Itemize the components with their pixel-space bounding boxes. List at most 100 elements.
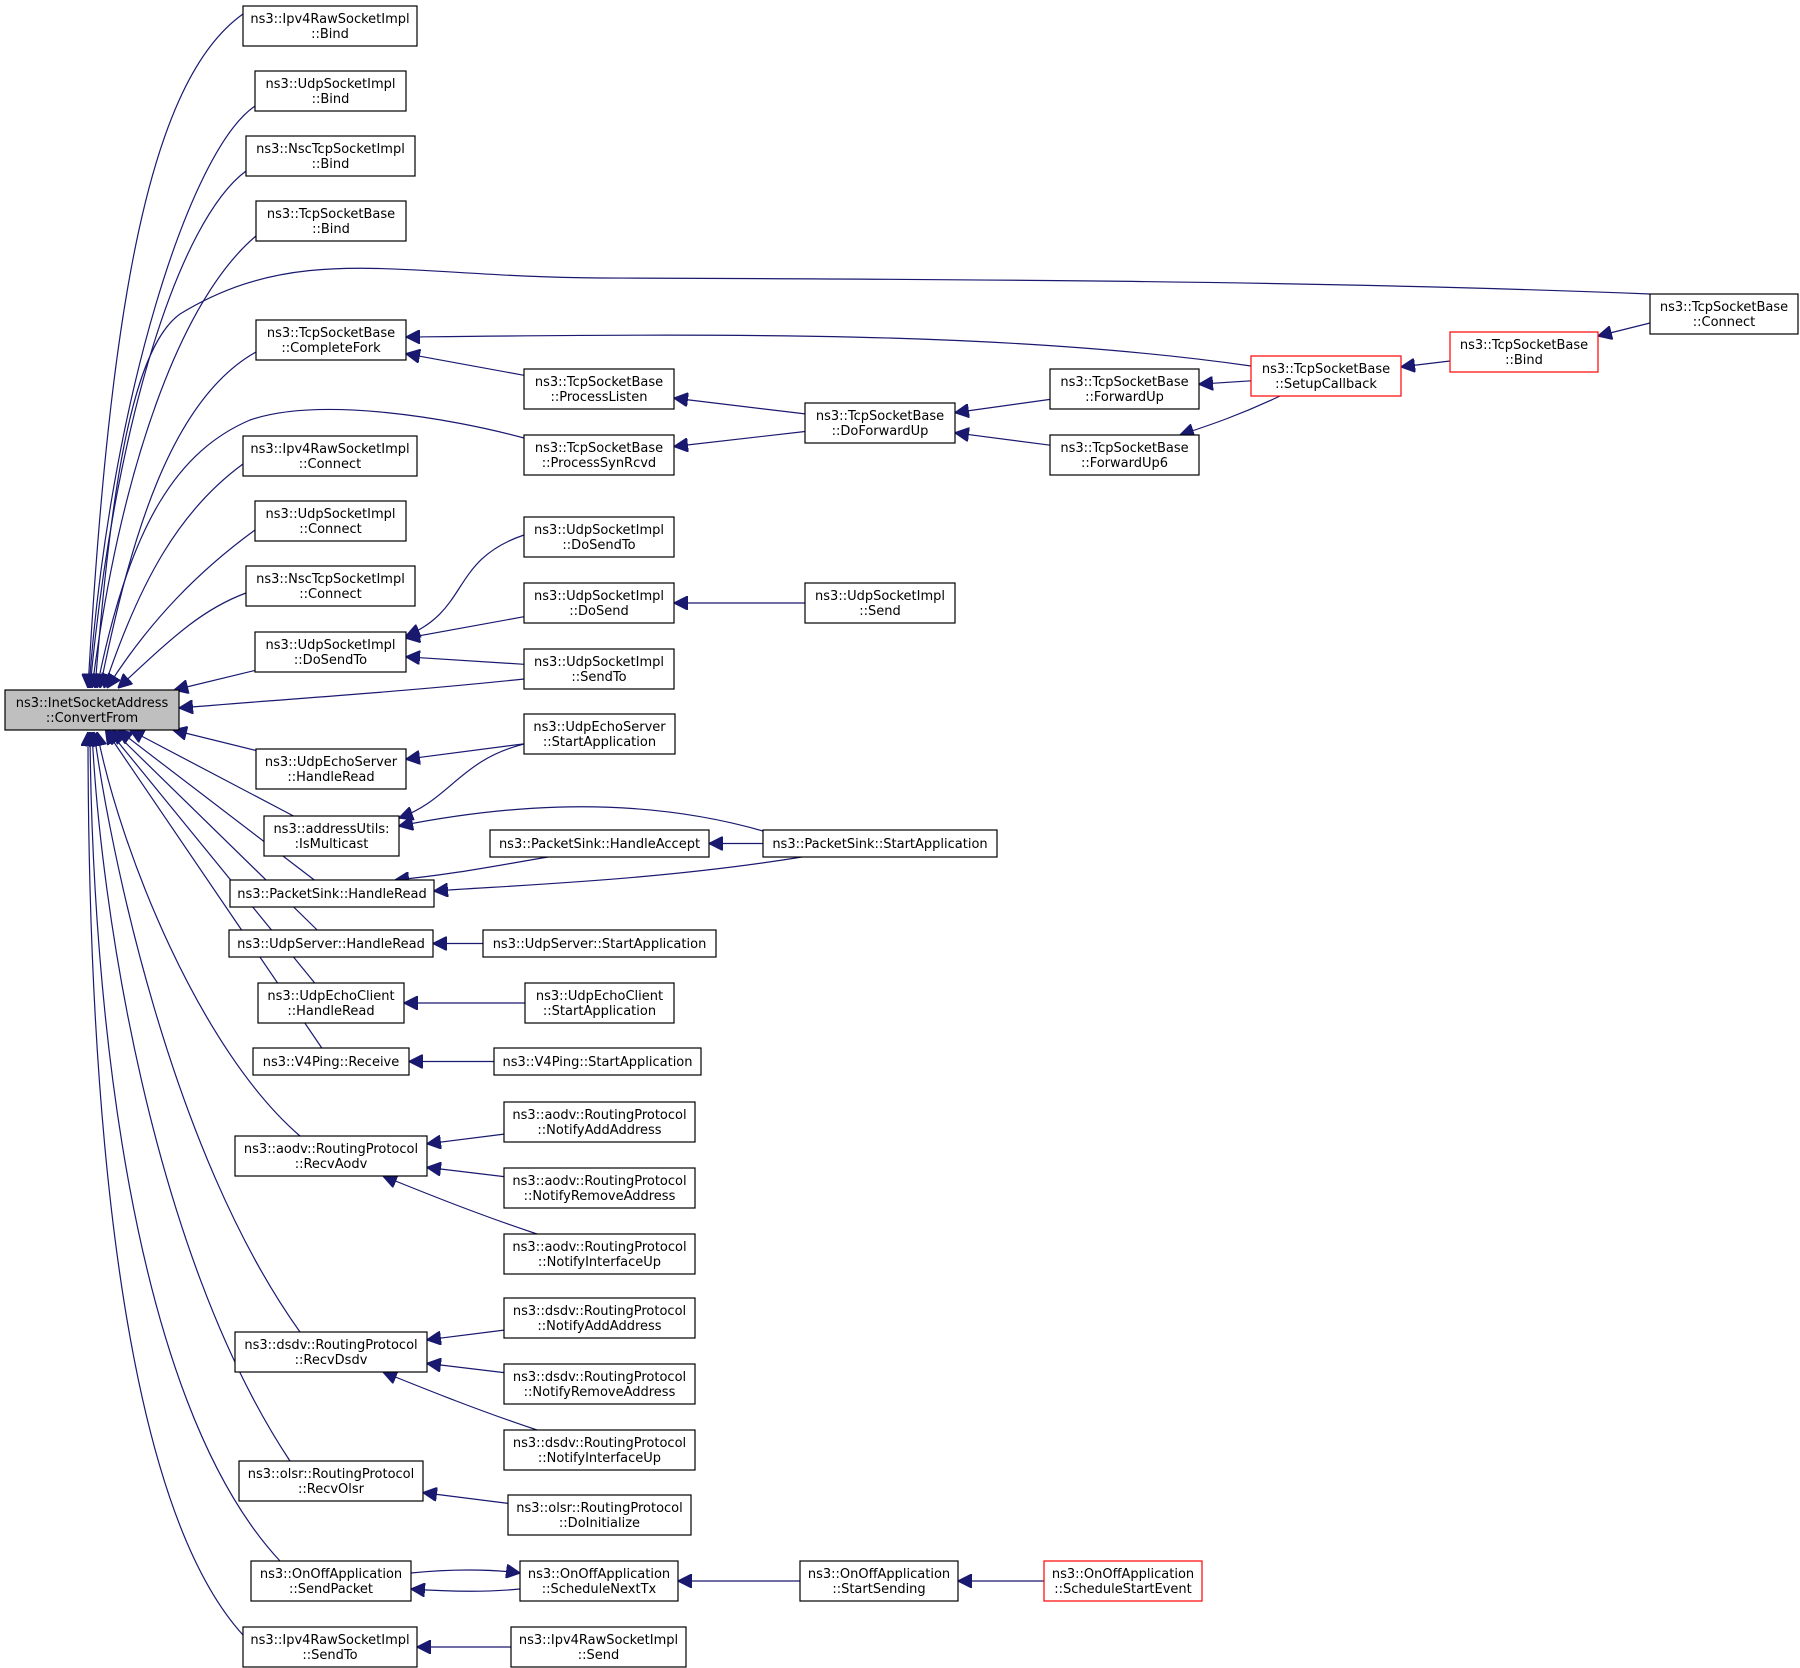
node-label: ns3::PacketSink::HandleAccept [499, 837, 700, 852]
edge-arrow [427, 1133, 505, 1144]
function-node[interactable]: ns3::OnOffApplication::StartSending [799, 1560, 959, 1602]
node-box [234, 1135, 428, 1177]
node-label: ::StartSending [832, 1582, 925, 1597]
edge-arrow [399, 806, 764, 832]
function-node[interactable]: ns3::aodv::RoutingProtocol::NotifyInterf… [503, 1233, 696, 1275]
function-node[interactable]: ns3::OnOffApplication::SendPacket [250, 1560, 412, 1602]
node-box [489, 829, 710, 858]
node-label: ns3::OnOffApplication [528, 1567, 670, 1582]
edge-arrow [383, 1176, 538, 1235]
function-node[interactable]: ns3::UdpServer::HandleRead [228, 929, 434, 958]
node-label: ::Bind [312, 222, 350, 237]
function-node[interactable]: ns3::UdpSocketImpl::DoSend [523, 582, 675, 624]
call-edge [955, 398, 1051, 412]
node-box [799, 1560, 959, 1602]
function-node[interactable]: ns3::TcpSocketBase::ForwardUp [1049, 368, 1200, 410]
function-node[interactable]: ns3::NscTcpSocketImpl::Bind [245, 135, 416, 177]
node-label: ns3::OnOffApplication [260, 1567, 402, 1582]
node-label: ns3::UdpSocketImpl [266, 77, 396, 92]
function-node[interactable]: ns3::OnOffApplication::ScheduleStartEven… [1043, 1560, 1203, 1602]
function-node[interactable]: ns3::TcpSocketBase::ProcessListen [523, 368, 675, 410]
function-node[interactable]: ns3::PacketSink::HandleRead [229, 879, 435, 908]
function-node[interactable]: ns3::UdpSocketImpl::Send [804, 582, 956, 624]
node-label: ns3::Ipv4RawSocketImpl [519, 1633, 678, 1648]
function-node[interactable]: ns3::V4Ping::StartApplication [493, 1047, 702, 1076]
node-box [255, 319, 407, 361]
node-label: ns3::TcpSocketBase [535, 441, 663, 456]
node-label: ns3::OnOffApplication [808, 1567, 950, 1582]
call-edge [674, 430, 806, 447]
function-node[interactable]: ns3::TcpSocketBase::ForwardUp6 [1049, 434, 1200, 476]
function-node[interactable]: ns3::UdpSocketImpl::DoSendTo [254, 631, 407, 673]
call-edge [90, 732, 281, 1562]
function-node[interactable]: ns3::aodv::RoutingProtocol::NotifyRemove… [503, 1167, 696, 1209]
node-box [1049, 434, 1200, 476]
function-node[interactable]: ns3::dsdv::RoutingProtocol::RecvDsdv [234, 1331, 428, 1373]
node-box [762, 829, 998, 858]
function-node[interactable]: ns3::UdpSocketImpl::SendTo [523, 648, 675, 690]
function-node[interactable]: ns3::UdpServer::StartApplication [482, 929, 717, 958]
function-node[interactable]: ns3::olsr::RoutingProtocol::DoInitialize [507, 1494, 692, 1536]
function-node[interactable]: ns3::TcpSocketBase::ProcessSynRcvd [523, 434, 675, 476]
node-label: ::SetupCallback [1275, 377, 1377, 392]
node-label: ns3::UdpEchoServer [533, 720, 666, 735]
function-node[interactable]: ns3::olsr::RoutingProtocol::RecvOlsr [238, 1460, 424, 1502]
function-node[interactable]: ns3::V4Ping::Receive [252, 1047, 410, 1076]
node-label: ::StartApplication [543, 735, 656, 750]
call-edge [427, 1167, 505, 1178]
node-label: ns3::TcpSocketBase [1660, 300, 1788, 315]
call-edge [423, 1493, 509, 1504]
function-node[interactable]: ns3::TcpSocketBase::Connect [1649, 293, 1799, 335]
node-box [503, 1101, 696, 1143]
function-node[interactable]: ns3::aodv::RoutingProtocol::RecvAodv [234, 1135, 428, 1177]
function-node[interactable]: ns3::TcpSocketBase::Bind [255, 200, 407, 242]
node-box [503, 1363, 696, 1405]
node-box [1449, 331, 1599, 373]
node-box [250, 1560, 412, 1602]
function-node[interactable]: ns3::Ipv4RawSocketImpl::SendTo [242, 1626, 418, 1668]
node-label: ::NotifyRemoveAddress [524, 1385, 676, 1400]
function-node[interactable]: ns3::PacketSink::HandleAccept [489, 829, 710, 858]
function-node[interactable]: ns3::OnOffApplication::ScheduleNextTx [519, 1560, 679, 1602]
function-node[interactable]: ns3::TcpSocketBase::SetupCallback [1250, 355, 1402, 397]
node-label: ns3::PacketSink::HandleRead [237, 887, 426, 902]
node-label: ns3::UdpSocketImpl [534, 655, 664, 670]
edge-arrow [174, 669, 256, 690]
function-node[interactable]: ns3::dsdv::RoutingProtocol::NotifyRemove… [503, 1363, 696, 1405]
function-node[interactable]: ns3::UdpEchoServer::StartApplication [523, 713, 676, 755]
function-node[interactable]: ns3::Ipv4RawSocketImpl::Connect [242, 435, 418, 477]
function-node[interactable]: ns3::UdpEchoClient::HandleRead [257, 982, 405, 1024]
function-node[interactable]: ns3::addressUtils::IsMulticast [263, 815, 400, 857]
function-node[interactable]: ns3::TcpSocketBase::Bind [1449, 331, 1599, 373]
function-node[interactable]: ns3::Ipv4RawSocketImpl::Send [510, 1626, 687, 1668]
function-node[interactable]: ns3::PacketSink::StartApplication [762, 829, 998, 858]
node-box [510, 1626, 687, 1668]
function-node[interactable]: ns3::dsdv::RoutingProtocol::NotifyAddAdd… [503, 1297, 696, 1339]
function-node[interactable]: ns3::TcpSocketBase::DoForwardUp [804, 402, 956, 444]
node-label: ns3::olsr::RoutingProtocol [516, 1501, 683, 1516]
node-label: ::Send [578, 1648, 620, 1663]
function-node[interactable]: ns3::TcpSocketBase::CompleteFork [255, 319, 407, 361]
root-function-node[interactable]: ns3::InetSocketAddress::ConvertFrom [4, 689, 180, 731]
function-node[interactable]: ns3::dsdv::RoutingProtocol::NotifyInterf… [503, 1429, 696, 1471]
function-node[interactable]: ns3::aodv::RoutingProtocol::NotifyAddAdd… [503, 1101, 696, 1143]
node-box [245, 565, 416, 607]
call-edge [674, 398, 806, 415]
function-node[interactable]: ns3::UdpSocketImpl::Bind [254, 70, 407, 112]
function-node[interactable]: ns3::NscTcpSocketImpl::Connect [245, 565, 416, 607]
node-box [804, 582, 956, 624]
call-edge [173, 730, 257, 752]
node-label: ns3::olsr::RoutingProtocol [248, 1467, 415, 1482]
edge-arrow [104, 463, 244, 688]
call-edge [383, 1372, 538, 1431]
edge-arrow [179, 678, 525, 708]
node-label: ns3::aodv::RoutingProtocol [244, 1142, 418, 1157]
function-node[interactable]: ns3::Ipv4RawSocketImpl::Bind [242, 5, 418, 47]
function-node[interactable]: ns3::UdpEchoServer::HandleRead [255, 748, 407, 790]
function-node[interactable]: ns3::UdpSocketImpl::Connect [254, 500, 407, 542]
function-node[interactable]: ns3::UdpSocketImpl::DoSendTo [523, 516, 675, 558]
edge-arrow [406, 657, 525, 665]
call-edge [955, 433, 1051, 446]
edge-arrow [427, 1363, 505, 1374]
function-node[interactable]: ns3::UdpEchoClient::StartApplication [524, 982, 675, 1024]
